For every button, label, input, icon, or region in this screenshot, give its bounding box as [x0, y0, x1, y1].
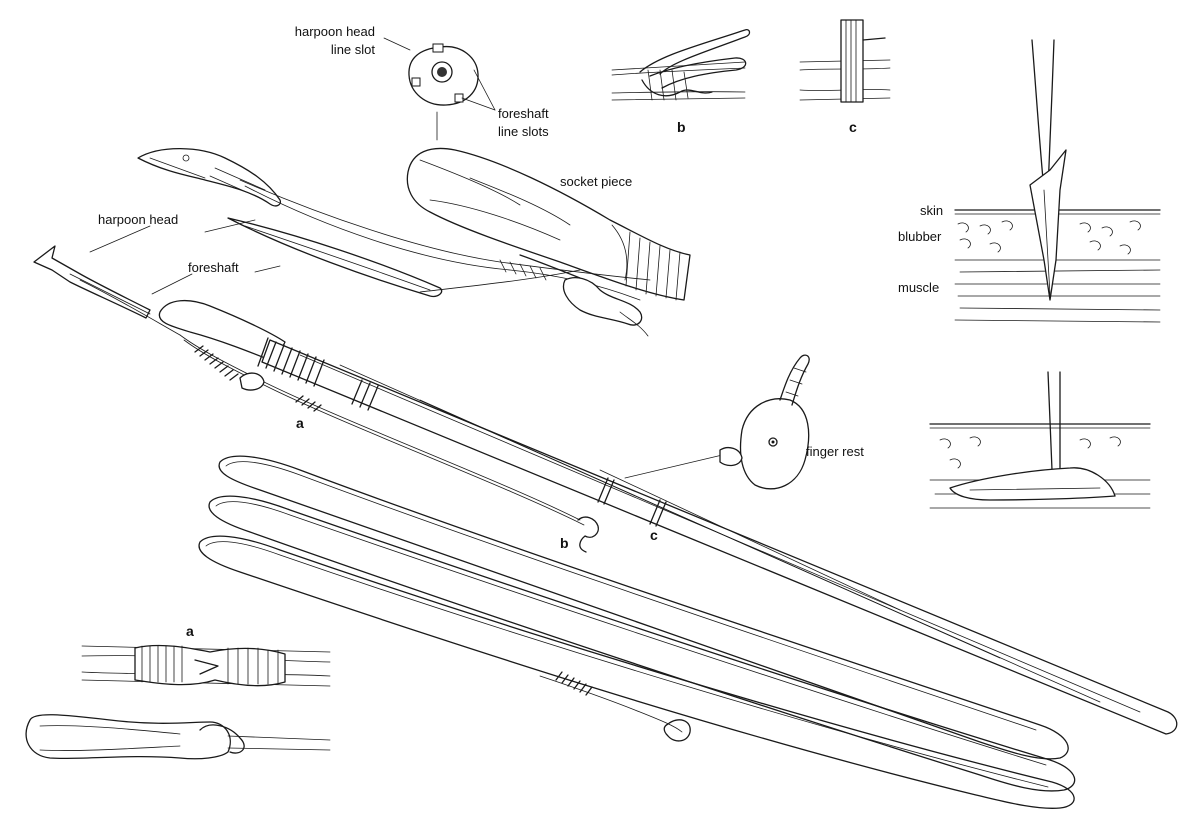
socket-piece-drawing: [406, 147, 691, 301]
label-skin: skin: [920, 203, 943, 218]
detail-letter-c-inset: c: [849, 119, 857, 135]
label-blubber: blubber: [898, 229, 942, 244]
tissue-section-upper: [954, 39, 1161, 323]
main-shaft: [158, 300, 1178, 735]
inset-c-binding: [799, 19, 891, 103]
label-finger-rest: finger rest: [806, 444, 864, 459]
label-foreshaft-line-slots-1: foreshaft: [498, 106, 549, 121]
detail-letter-b-main: b: [560, 535, 569, 551]
label-foreshaft-line-slots-2: line slots: [498, 124, 549, 139]
inset-b-knot: [611, 29, 751, 101]
label-socket-piece: socket piece: [560, 174, 632, 189]
detached-harpoon-head: [137, 147, 282, 207]
detached-foreshaft: [227, 217, 443, 298]
label-foreshaft: foreshaft: [188, 260, 239, 275]
detail-letter-a-inset: a: [186, 623, 194, 639]
socket-end-view: [408, 43, 479, 141]
text-labels: harpoon head line slot foreshaft line sl…: [98, 24, 943, 639]
main-line: [179, 334, 599, 553]
bottom-loop-detail: [25, 714, 331, 760]
label-muscle: muscle: [898, 280, 939, 295]
detail-letter-c-main: c: [650, 527, 658, 543]
label-leaders: [89, 219, 281, 295]
detail-letter-b-inset: b: [677, 119, 686, 135]
main-harpoon-tip: [33, 245, 181, 336]
disc-leaders: [383, 37, 496, 111]
tissue-section-lower: [929, 371, 1151, 509]
coiled-line: [198, 455, 1076, 809]
label-harpoon-head-line-slot-2: line slot: [331, 42, 375, 57]
label-harpoon-head-line-slot-1: harpoon head: [295, 24, 375, 39]
finger-rest-drawing: [624, 354, 810, 490]
upper-lines: [239, 179, 651, 337]
inset-a-lashing: [81, 644, 331, 687]
detail-letter-a-main: a: [296, 415, 304, 431]
label-harpoon-head: harpoon head: [98, 212, 178, 227]
